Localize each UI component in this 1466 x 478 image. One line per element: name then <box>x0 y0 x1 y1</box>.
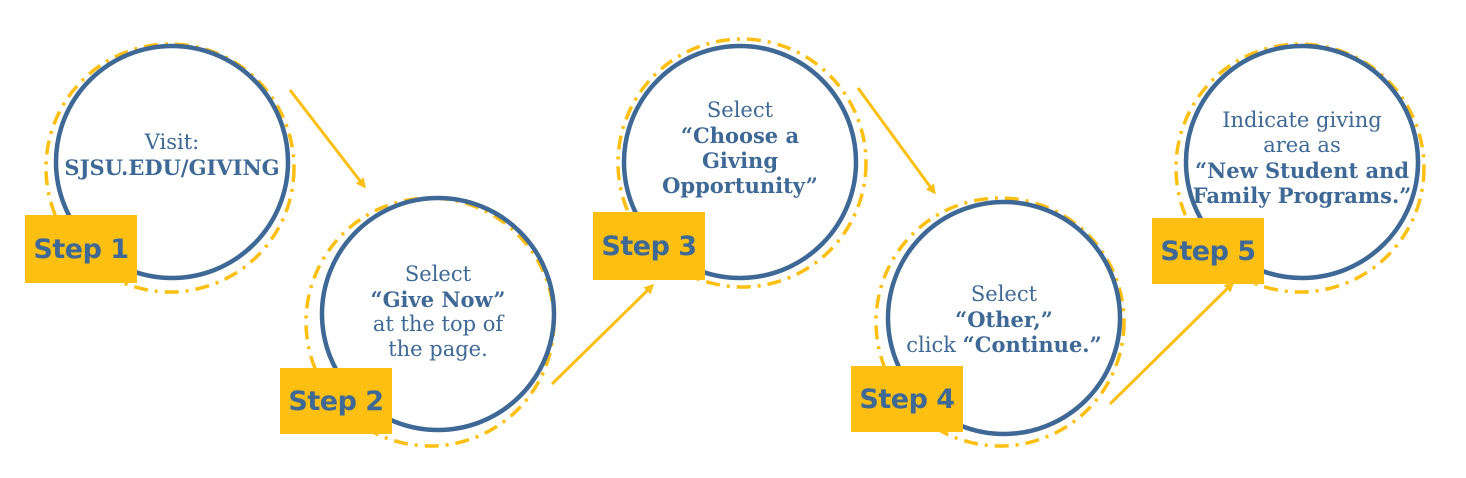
step-4-line-3: click “Continue.” <box>889 332 1119 358</box>
step-3-circle <box>621 43 859 281</box>
step-5-text: Indicate giving area as “New Student and… <box>1180 108 1424 208</box>
step-1-dashed-ring <box>44 42 296 294</box>
step-1-text: Visit: SJSU.EDU/GIVING <box>62 130 282 180</box>
step-4-badge: Step 4 <box>851 366 963 432</box>
step-2-circle <box>319 195 557 433</box>
step-5-badge: Step 5 <box>1152 218 1264 284</box>
step-4-line-3-bold: “Continue.” <box>962 332 1102 357</box>
arrow-step2-to-step3 <box>550 283 655 386</box>
step-5-line-3: “New Student and <box>1194 158 1410 183</box>
step-1-line-1: Visit: <box>144 130 200 154</box>
step-3-line-2: “Choose a <box>680 123 800 148</box>
step-2-line-2: “Give Now” <box>370 287 506 312</box>
step-2-text: Select “Give Now” at the top of the page… <box>338 262 538 362</box>
step-5-line-4: Family Programs.” <box>1192 183 1412 208</box>
step-4-text: Select “Other,” click “Continue.” <box>889 282 1119 358</box>
step-2-badge: Step 2 <box>280 368 392 434</box>
step-2-line-1: Select <box>404 262 472 286</box>
step-1-circle <box>53 43 291 281</box>
step-5-line-1: Indicate giving <box>1222 108 1382 132</box>
step-3-line-1: Select <box>706 98 774 122</box>
step-4-line-3-plain: click <box>906 333 956 357</box>
step-5-circle <box>1183 43 1421 281</box>
arrow-step3-to-step4 <box>856 87 936 195</box>
step-1-badge: Step 1 <box>25 215 137 283</box>
step-3-badge: Step 3 <box>593 212 705 280</box>
step-4-line-2: “Other,” <box>955 307 1053 332</box>
arrow-step1-to-step2 <box>288 89 366 189</box>
step-3-dashed-ring <box>616 37 868 289</box>
step-1-line-2: SJSU.EDU/GIVING <box>64 155 280 180</box>
step-4-dashed-ring <box>874 196 1126 448</box>
step-5-line-2: area as <box>1263 133 1341 157</box>
step-3-line-3: Giving <box>701 148 779 173</box>
step-2-line-4: the page. <box>388 337 488 361</box>
step-3-text: Select “Choose a Giving Opportunity” <box>640 98 840 198</box>
step-4-line-1: Select <box>970 282 1038 306</box>
step-3-line-4: Opportunity” <box>662 173 818 198</box>
arrow-step4-to-step5 <box>1108 281 1235 406</box>
step-2-line-3: at the top of <box>372 312 504 336</box>
step-5-dashed-ring <box>1174 42 1426 294</box>
step-4-circle <box>885 199 1123 437</box>
